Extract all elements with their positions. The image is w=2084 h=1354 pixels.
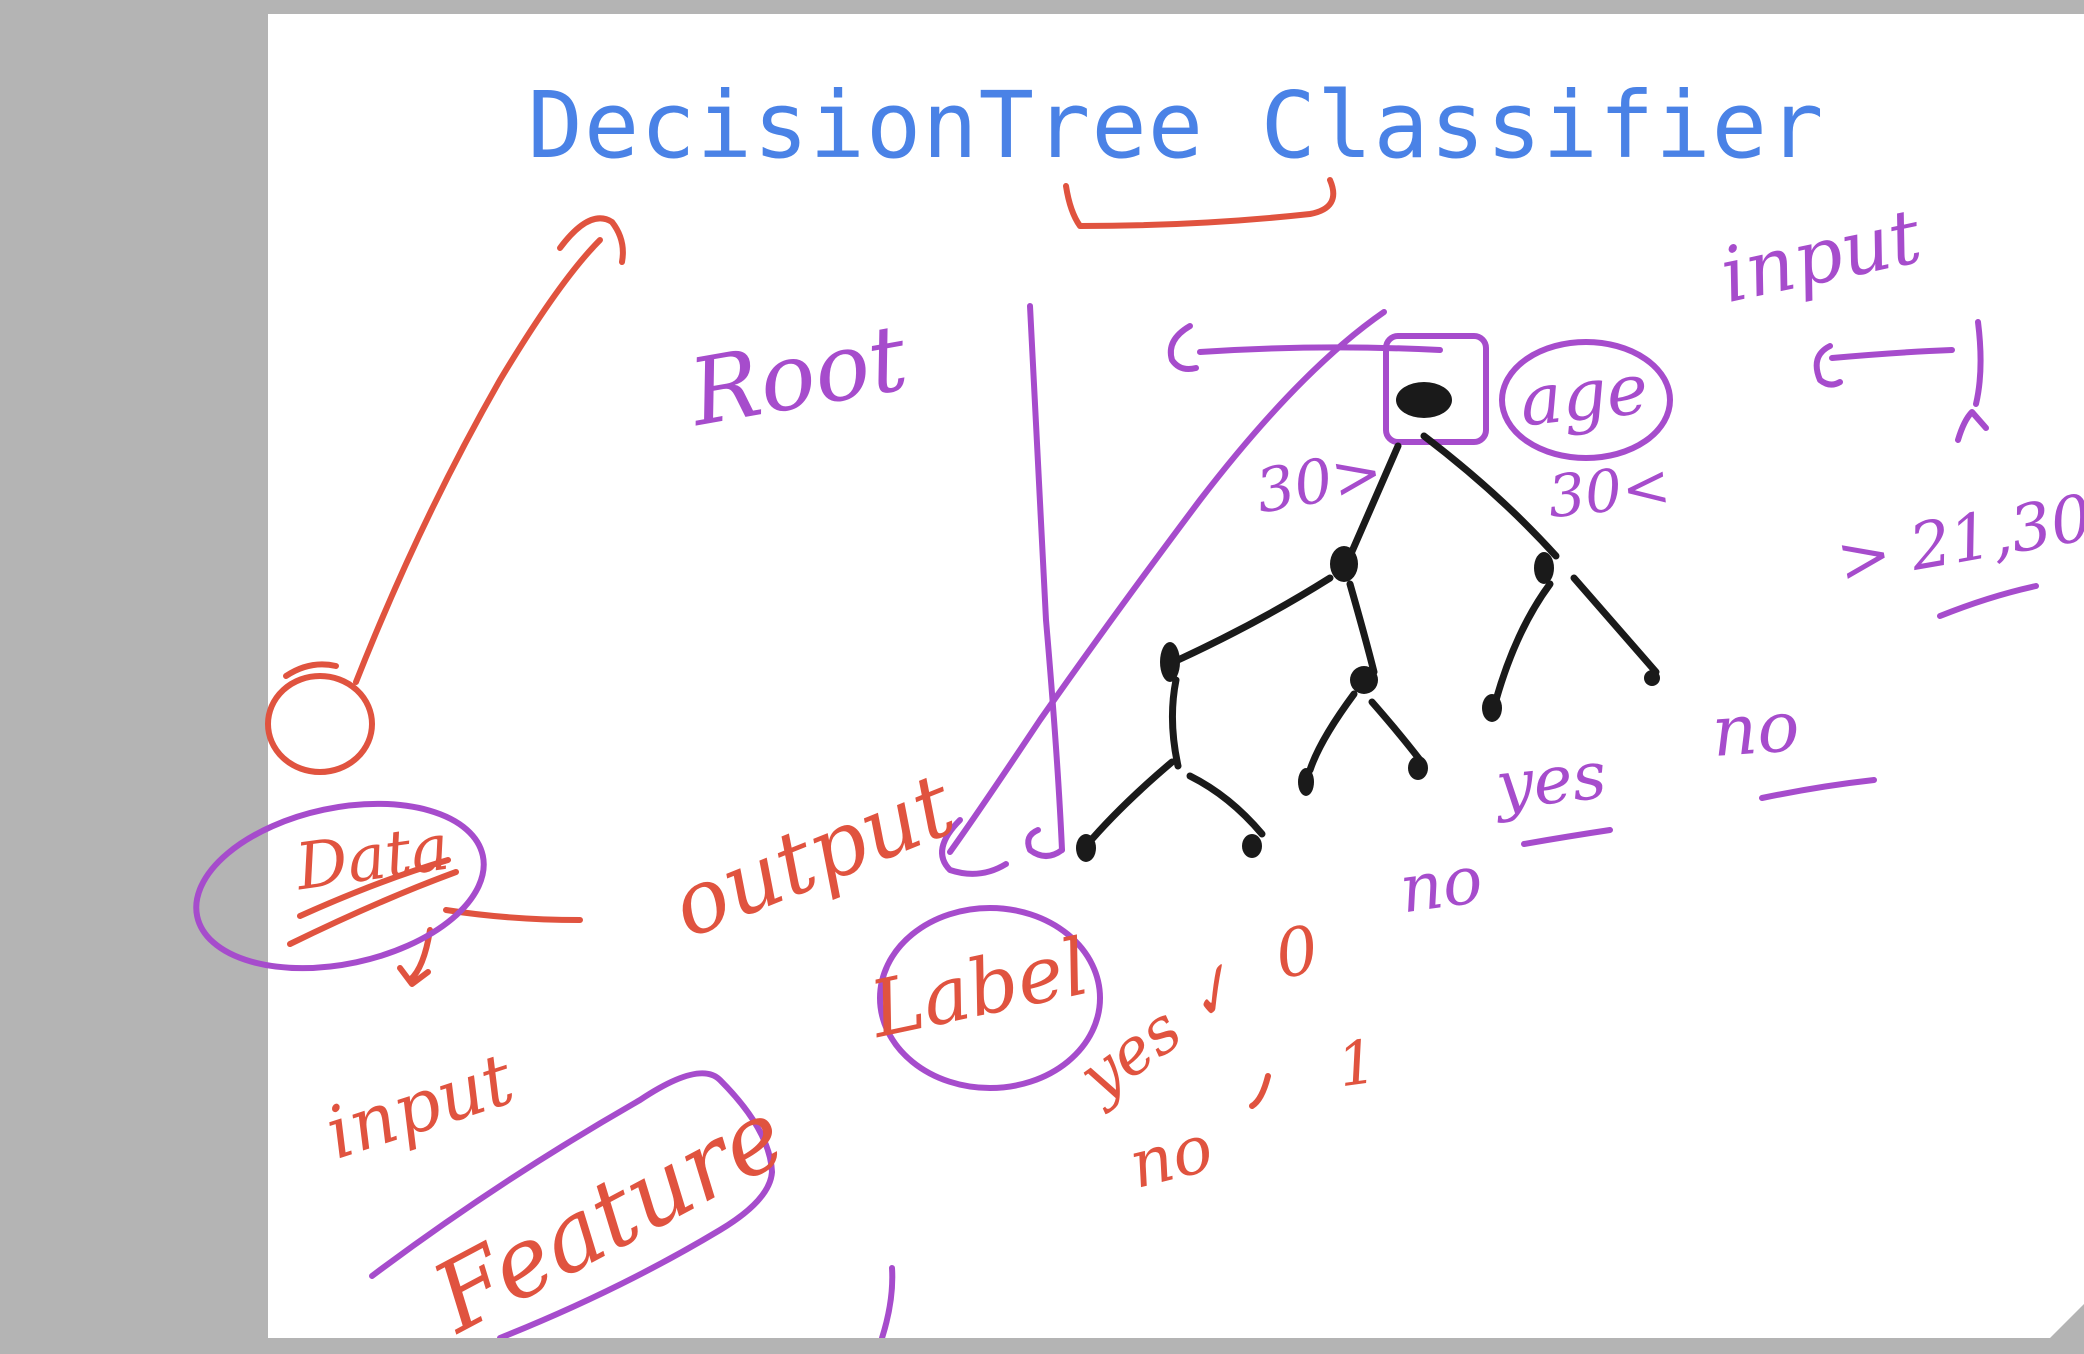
feature-enclosure: [369, 1070, 775, 1338]
output-diagonal: [947, 309, 1387, 855]
purple-ink-strokes: [193, 303, 2039, 1338]
bottom-stroke: [879, 1265, 896, 1338]
edge-ll-down: [1168, 676, 1182, 770]
one-label: 1: [1333, 1026, 1381, 1102]
edge-lr-left: [1306, 690, 1358, 774]
tree-node-ll: [1160, 642, 1180, 682]
edge-left-left: [1174, 574, 1334, 664]
age-circle: [1499, 339, 1673, 461]
data-underline-2: [287, 869, 459, 947]
root-bracket-line: [1197, 344, 1443, 355]
leaf-lll: [1076, 834, 1096, 862]
tree-root-node: [1396, 382, 1452, 418]
data-arrow-head: [557, 215, 626, 265]
data-circle: [193, 800, 487, 972]
leaf-rr: [1644, 670, 1660, 686]
edge-ll-left: [1082, 758, 1176, 850]
thirty-lt-label: 30<: [1544, 450, 1674, 532]
edge-root-right: [1420, 432, 1560, 560]
zero-one-comma: [1249, 1073, 1271, 1109]
decision-tree: [1076, 382, 1660, 862]
right-bracket: [1813, 343, 1843, 388]
edge-root-left: [1346, 442, 1402, 560]
root-bracket-left: [1167, 323, 1199, 372]
root-hook: [1025, 827, 1065, 859]
edge-ll-right: [1186, 772, 1266, 838]
no-right-underline: [1759, 777, 1877, 801]
leaf-lrl: [1298, 768, 1314, 796]
leaf-rl: [1482, 694, 1502, 722]
edge-left-right: [1346, 580, 1378, 676]
leaf-lrr: [1408, 756, 1428, 780]
page-fold-corner: [2050, 1304, 2084, 1338]
label-circle: [877, 905, 1103, 1091]
right-tick: [1955, 319, 1989, 443]
leaf-llr: [1242, 834, 1262, 858]
output-hook: [939, 817, 1009, 877]
edge-right-right: [1570, 574, 1660, 676]
edge-right-left: [1492, 580, 1554, 704]
tree-node-left: [1330, 546, 1358, 582]
title-bracket: [1063, 177, 1337, 229]
root-vertical-line: [1027, 303, 1065, 853]
tree-node-lr: [1350, 666, 1378, 694]
tree-node-right: [1534, 552, 1554, 584]
no-bottom-label: no: [1121, 1109, 1221, 1204]
data-tail: [443, 907, 583, 923]
no-mid-label: no: [1394, 840, 1488, 929]
red-ink-strokes: [265, 177, 1337, 1109]
data-node-circle: [265, 673, 375, 775]
range-underline: [1937, 583, 2039, 619]
age-label: age: [1516, 347, 1652, 443]
yes-label: yes: [1492, 736, 1610, 825]
right-bracket-line: [1829, 347, 1955, 361]
no-right-label: no: [1709, 685, 1802, 773]
yes-underline: [1521, 827, 1613, 847]
data-arrow-line: [353, 237, 603, 685]
data-underline-1: [297, 857, 451, 919]
edge-lr-right: [1368, 698, 1424, 764]
page-title: DecisionTree Classifier: [527, 72, 1825, 179]
data-node-hook: [283, 661, 339, 679]
